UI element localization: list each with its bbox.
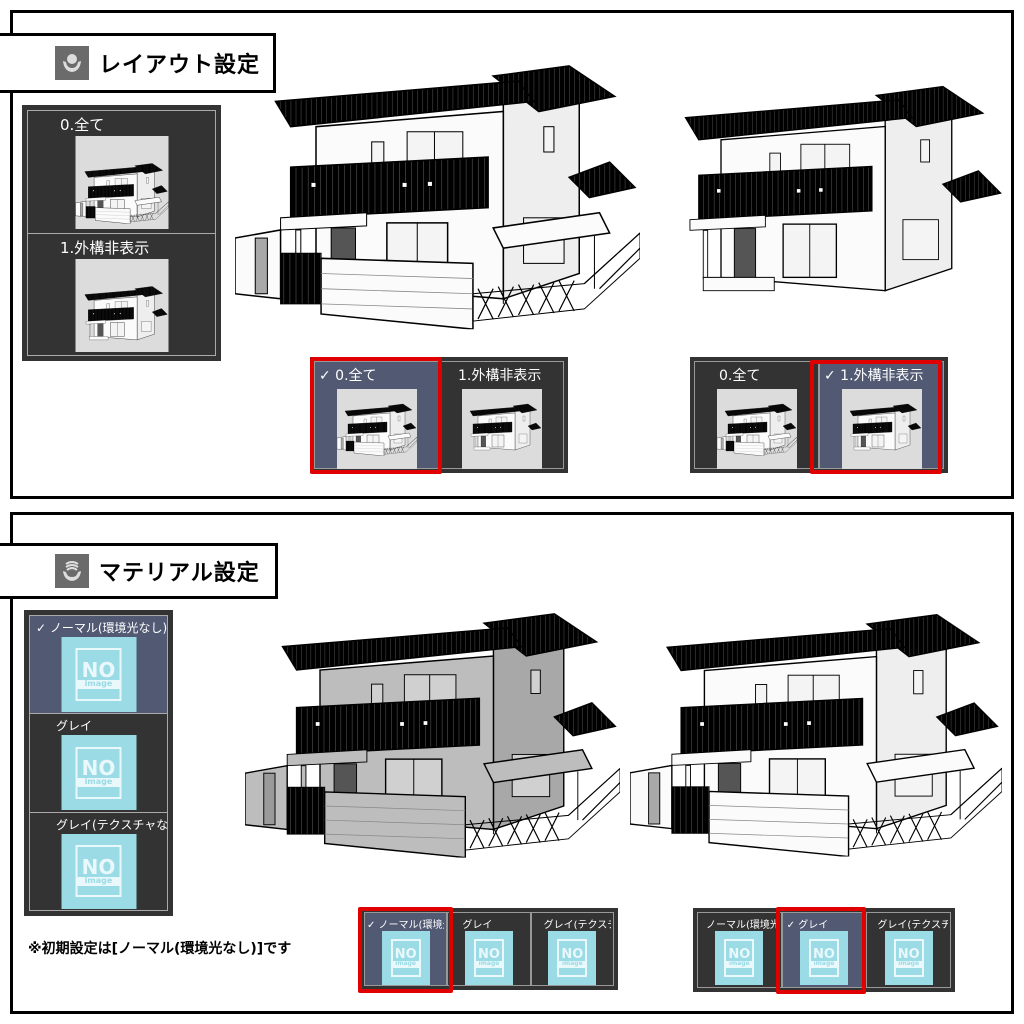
layout-thumbnail bbox=[841, 389, 922, 469]
house-render-all bbox=[235, 55, 640, 330]
option-label: 0.全て bbox=[60, 116, 105, 134]
layout-thumbnail bbox=[716, 389, 797, 469]
footnote: ※初期設定は[ノーマル(環境光なし)]です bbox=[28, 941, 292, 957]
option-label: グレイ bbox=[56, 719, 93, 734]
layout-option-hide-exterior[interactable]: 1.外構非表示 bbox=[28, 234, 215, 356]
option-label: ノーマル(環境光なし) bbox=[706, 920, 779, 931]
section-title: レイアウト設定 bbox=[99, 53, 261, 78]
layout-thumbnail bbox=[336, 389, 417, 469]
option-label: グレイ bbox=[462, 920, 493, 931]
option-label: グレイ(テクスチャなし) bbox=[56, 817, 167, 832]
house-render-hide-exterior bbox=[650, 70, 1005, 325]
layout-section-title-tab: レイアウト設定 bbox=[0, 33, 276, 93]
option-label: グレイ(テクスチャなし) bbox=[877, 920, 949, 931]
option-label: グレイ(テクスチャなし) bbox=[543, 920, 611, 931]
material-section-title-tab: マテリアル設定 bbox=[0, 543, 278, 599]
option-label: 1.外構非表示 bbox=[60, 238, 150, 257]
layout-selector-b: 0.全て ✓ 1.外構非表示 bbox=[690, 357, 948, 473]
layout-thumbnail bbox=[75, 258, 168, 352]
layout-option-all[interactable]: ✓ 0.全て bbox=[314, 361, 439, 469]
selection-highlight bbox=[810, 360, 942, 474]
option-label: ✓ 0.全て bbox=[319, 368, 377, 384]
material-hand-icon bbox=[55, 554, 89, 588]
option-label: ✓ グレイ bbox=[786, 920, 829, 931]
selection-highlight bbox=[310, 357, 442, 474]
selection-highlight bbox=[776, 907, 866, 994]
layout-thumbnail bbox=[75, 136, 168, 229]
option-label: 0.全て bbox=[719, 368, 761, 384]
section-title: マテリアル設定 bbox=[99, 561, 260, 586]
layout-list-panel: 0.全て 1.外構非表示 bbox=[22, 105, 221, 361]
option-label: ✓ 1.外構非表示 bbox=[824, 368, 924, 384]
layout-thumbnail bbox=[461, 389, 542, 469]
option-label: 1.外構非表示 bbox=[458, 368, 542, 384]
layout-hand-icon bbox=[55, 46, 89, 80]
house-render-normal bbox=[245, 600, 620, 862]
layout-option-hide-exterior[interactable]: 1.外構非表示 bbox=[439, 361, 564, 469]
layout-option-all[interactable]: 0.全て bbox=[28, 111, 215, 234]
selection-highlight bbox=[358, 907, 453, 993]
layout-option-all[interactable]: 0.全て bbox=[694, 361, 819, 469]
option-label: ✓ ノーマル(環境光なし) bbox=[367, 920, 444, 931]
option-label: ✓ ノーマル(環境光なし) bbox=[36, 621, 167, 635]
house-render-gray bbox=[630, 600, 1002, 862]
